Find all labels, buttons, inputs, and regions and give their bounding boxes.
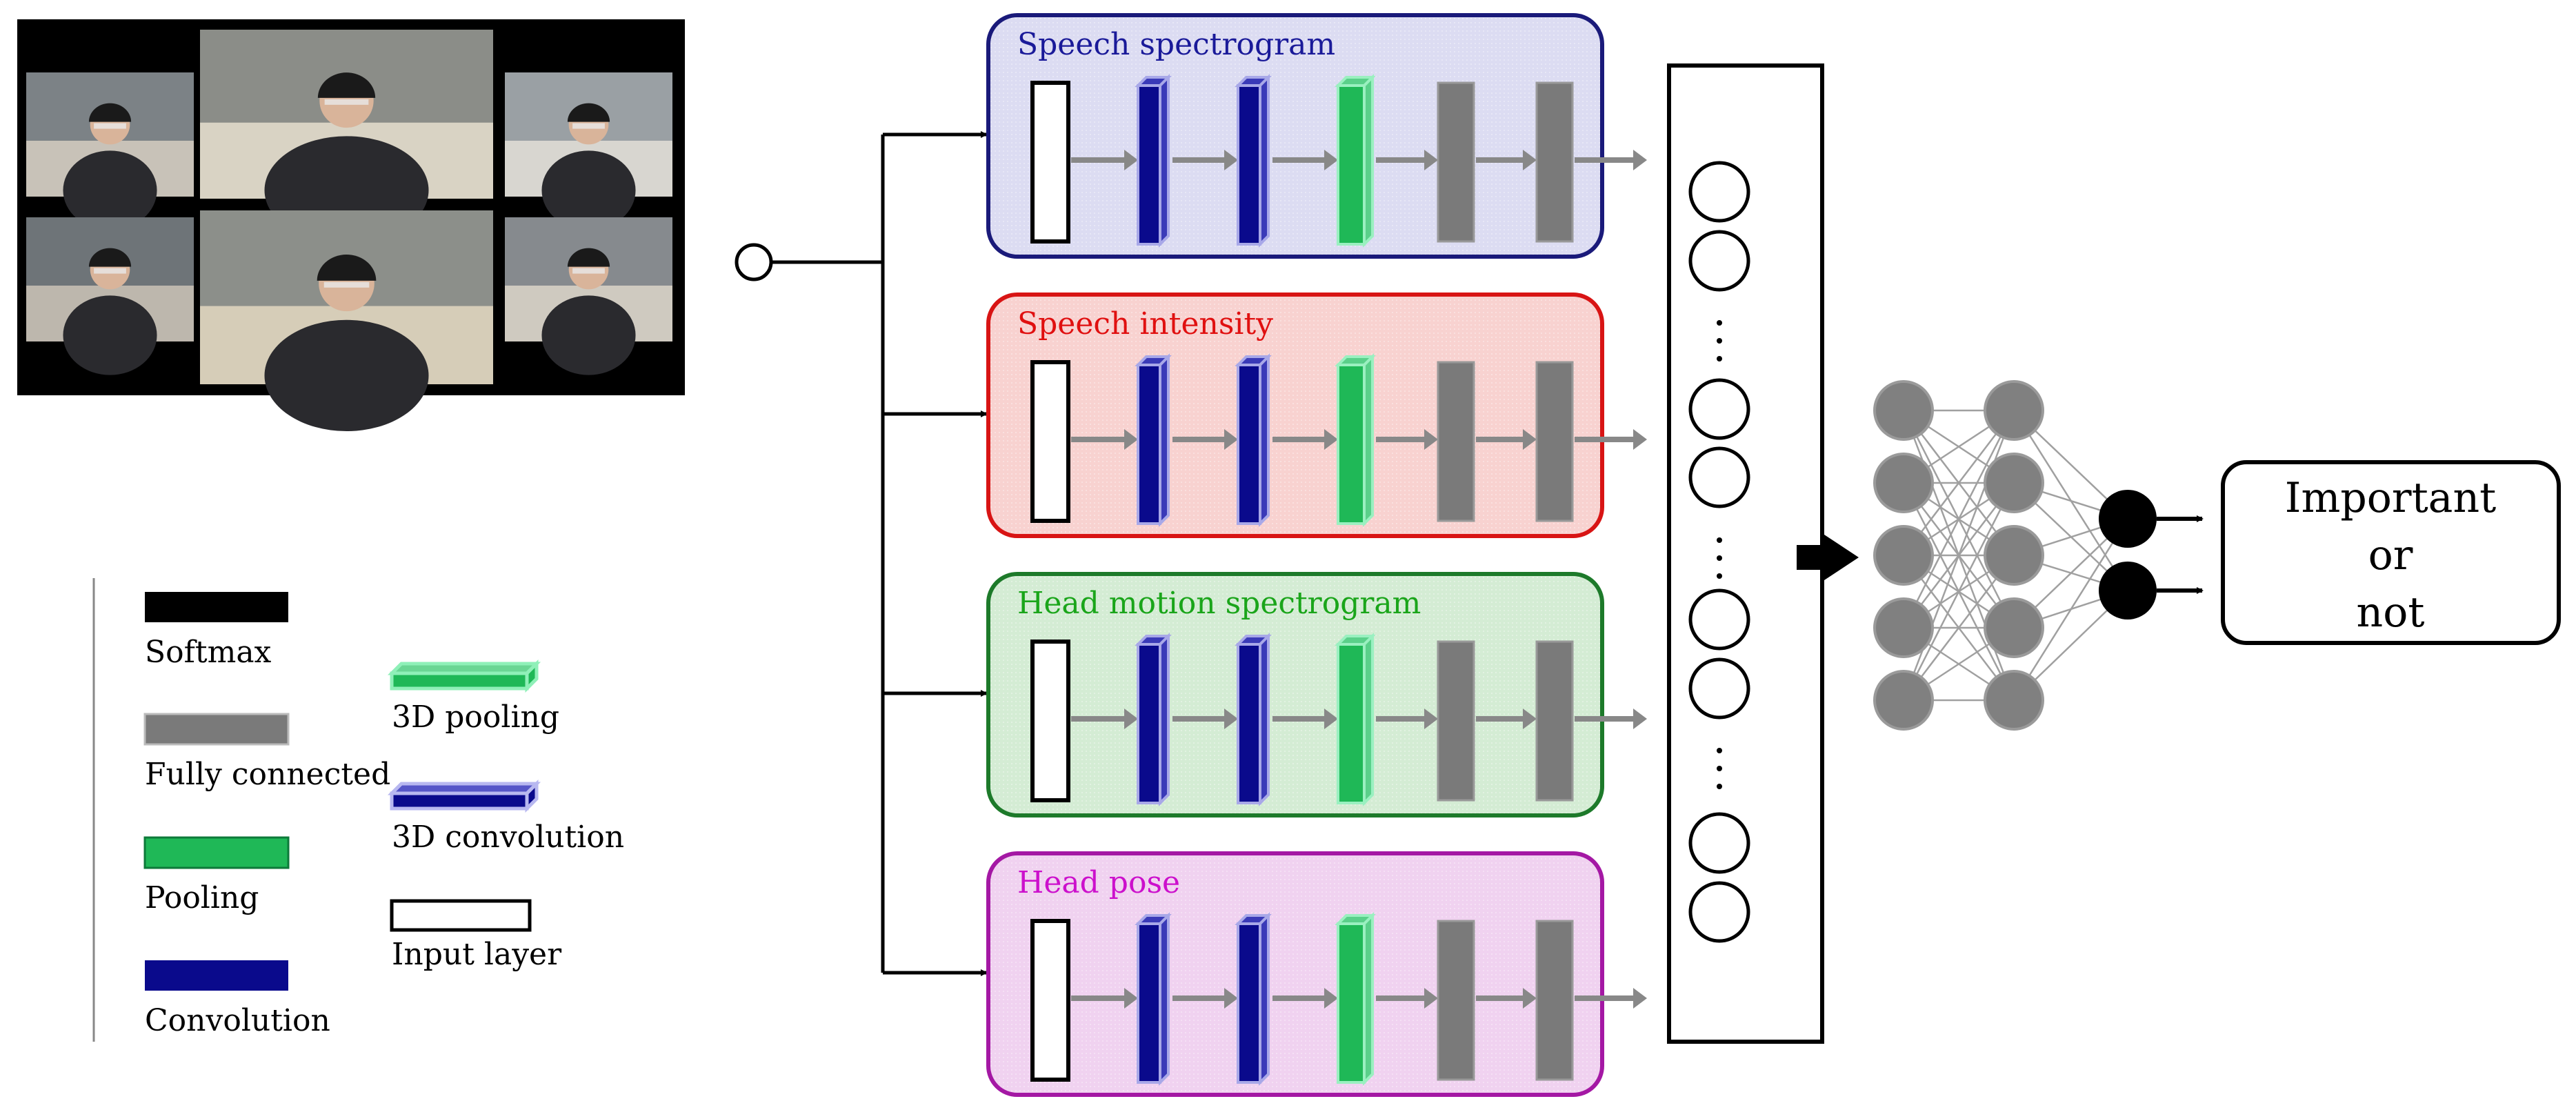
output-line: Important xyxy=(2285,474,2496,522)
fully-connected-network xyxy=(1873,380,2204,731)
fc-layer xyxy=(1437,920,1475,1081)
concat-node xyxy=(1688,812,1750,874)
thick-arrow-icon xyxy=(1797,535,1859,580)
conv3d-layer xyxy=(1135,74,1172,248)
concat-node xyxy=(1688,881,1750,943)
video-frame xyxy=(26,72,194,230)
meeting-video-photo xyxy=(17,19,685,432)
legend-label: Pooling xyxy=(145,880,259,915)
legend-icon-pool3d xyxy=(387,659,541,693)
stream-panel: Speech spectrogram xyxy=(986,13,1647,259)
legend-icon-conv xyxy=(145,960,288,991)
legend-icon-pool xyxy=(143,836,290,869)
hidden-node xyxy=(1873,670,1934,731)
output-line: or xyxy=(2368,531,2413,579)
hidden-node xyxy=(1873,597,1934,658)
ellipsis-dot xyxy=(1717,537,1722,543)
pool3d-layer xyxy=(1335,74,1376,248)
fc-layer xyxy=(1535,361,1574,522)
legend-label: Softmax xyxy=(145,635,272,670)
fc-layer xyxy=(1535,920,1574,1081)
input-layer xyxy=(1030,81,1070,244)
fc-layer xyxy=(1535,81,1574,243)
ellipsis-dot xyxy=(1717,555,1722,561)
stream-title: Head motion spectrogram xyxy=(1017,586,1421,621)
legend-label: Input layer xyxy=(392,937,562,972)
legend-label: 3D pooling xyxy=(392,700,559,735)
hidden-node xyxy=(1873,380,1934,441)
input-layer xyxy=(1030,640,1070,802)
concat-node xyxy=(1688,588,1750,651)
stream-panel: Head motion spectrogram xyxy=(986,572,1647,817)
conv3d-layer xyxy=(1235,353,1272,527)
hidden-node xyxy=(1984,525,2044,586)
conv3d-layer xyxy=(1235,912,1272,1086)
output-line: not xyxy=(2357,588,2425,637)
input-layer xyxy=(1030,360,1070,523)
output-box-frame xyxy=(2221,460,2561,645)
ellipsis-dot xyxy=(1717,573,1722,579)
concat-node xyxy=(1688,161,1750,223)
ellipsis-dot xyxy=(1717,320,1722,326)
stream-title: Head pose xyxy=(1017,865,1180,900)
input-branching xyxy=(735,131,988,976)
pool3d-layer xyxy=(1335,912,1376,1086)
legend-label: 3D convolution xyxy=(392,820,624,855)
stream-panel: Speech intensity xyxy=(986,293,1647,538)
input-layer xyxy=(1030,919,1070,1082)
softmax-node xyxy=(2099,490,2157,548)
ellipsis-dot xyxy=(1717,784,1722,789)
stream-panel: Head pose xyxy=(986,851,1647,1097)
output-box: Important or not xyxy=(2221,460,2561,645)
fc-layer xyxy=(1437,640,1475,802)
video-frame xyxy=(26,217,194,375)
ellipsis-dot xyxy=(1717,356,1722,361)
conv3d-layer xyxy=(1135,912,1172,1086)
concat-node xyxy=(1688,446,1750,508)
legend-label: Convolution xyxy=(145,1003,330,1038)
hidden-node xyxy=(1984,597,2044,658)
hidden-node xyxy=(1873,525,1934,586)
hidden-node xyxy=(1873,453,1934,513)
conv3d-layer xyxy=(1135,633,1172,806)
legend-label: Fully connected xyxy=(145,757,390,792)
concat-node xyxy=(1688,378,1750,440)
legend-icon-input xyxy=(390,899,532,932)
video-frame xyxy=(505,217,672,375)
ellipsis-dot xyxy=(1717,748,1722,753)
conv3d-layer xyxy=(1235,633,1272,806)
conv3d-layer xyxy=(1135,353,1172,527)
concat-node xyxy=(1688,657,1750,720)
fc-layer xyxy=(1437,361,1475,522)
input-source-circle xyxy=(735,243,773,281)
ellipsis-dot xyxy=(1717,338,1722,344)
pool3d-layer xyxy=(1335,633,1376,806)
stream-title: Speech spectrogram xyxy=(1017,27,1335,62)
hidden-node xyxy=(1984,380,2044,441)
hidden-node xyxy=(1984,453,2044,513)
hidden-node xyxy=(1984,670,2044,731)
legend-icon-softmax xyxy=(145,592,288,622)
pool3d-layer xyxy=(1335,353,1376,527)
legend-icon-conv3d xyxy=(387,779,541,813)
video-frame xyxy=(200,210,493,432)
fc-layer xyxy=(1437,81,1475,243)
concat-node xyxy=(1688,230,1750,292)
legend-icon-fc xyxy=(143,713,290,746)
stream-title: Speech intensity xyxy=(1017,306,1273,341)
conv3d-layer xyxy=(1235,74,1272,248)
fc-layer xyxy=(1535,640,1574,802)
softmax-node xyxy=(2099,562,2157,620)
ellipsis-dot xyxy=(1717,766,1722,771)
video-frame xyxy=(505,72,672,230)
